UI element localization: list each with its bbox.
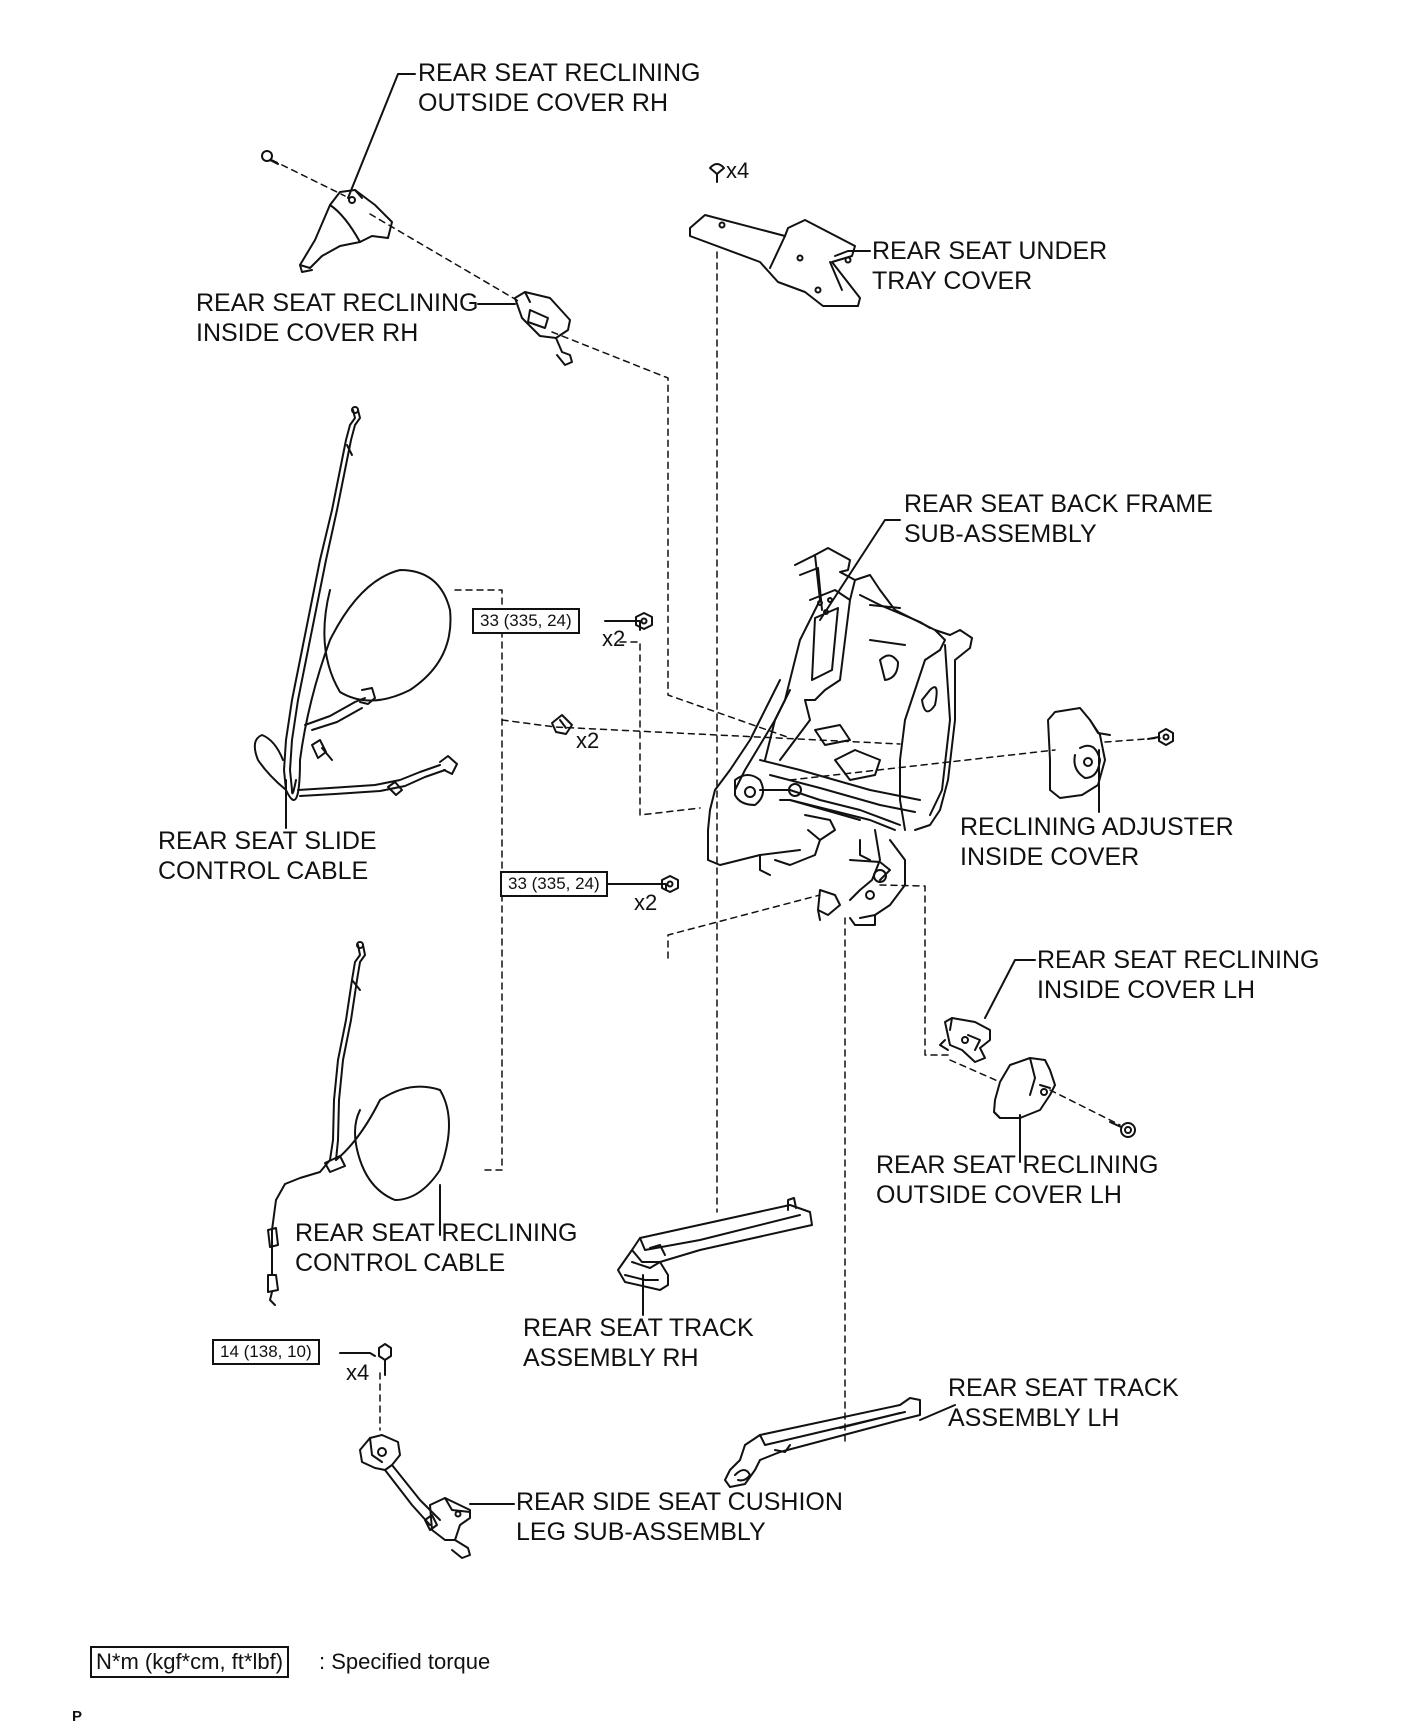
legend-torque-unit-box: N*m (kgf*cm, ft*lbf) <box>90 1646 290 1678</box>
nut-icon <box>661 875 679 893</box>
label-under-tray-cover: REAR SEAT UNDER TRAY COVER <box>872 237 1108 295</box>
rear-seat-slide-control-cable <box>253 406 458 802</box>
reclining-inside-cover-rh <box>514 291 573 366</box>
label-track-assembly-lh: REAR SEAT TRACK ASSEMBLY LH <box>948 1374 1179 1432</box>
bolt-icon <box>1109 1121 1136 1138</box>
label-track-assembly-rh: REAR SEAT TRACK ASSEMBLY RH <box>523 1314 754 1372</box>
qty-clip: x2 <box>576 728 600 753</box>
rear-side-seat-cushion-leg-sub-assembly <box>359 1434 471 1559</box>
torque-box-lower-nut: 33 (335, 24) <box>500 871 608 897</box>
rear-seat-back-frame-sub-assembly <box>707 547 973 926</box>
page-code: P <box>72 1708 83 1725</box>
reclining-outside-cover-lh <box>993 1057 1056 1119</box>
torque-box-upper-nut: 33 (335, 24) <box>472 608 580 634</box>
qty-tray-screw: x4 <box>726 158 750 183</box>
rear-seat-track-assembly-rh <box>617 1197 813 1291</box>
reclining-outside-cover-rh <box>299 189 393 273</box>
qty-upper-nut: x2 <box>602 626 626 651</box>
bolt-icon <box>378 1343 392 1376</box>
label-reclining-outside-cover-rh: REAR SEAT RECLINING OUTSIDE COVER RH <box>418 59 701 117</box>
label-reclining-control-cable: REAR SEAT RECLINING CONTROL CABLE <box>295 1219 578 1277</box>
label-back-frame-sub-assembly: REAR SEAT BACK FRAME SUB-ASSEMBLY <box>904 490 1213 548</box>
screw-icon <box>709 163 725 183</box>
reclining-adjuster-inside-cover <box>1047 707 1111 799</box>
rear-seat-reclining-control-cable <box>267 941 450 1306</box>
label-reclining-inside-cover-rh: REAR SEAT RECLINING INSIDE COVER RH <box>196 289 479 347</box>
rear-seat-under-tray-cover <box>689 214 861 307</box>
label-reclining-inside-cover-lh: REAR SEAT RECLINING INSIDE COVER LH <box>1037 946 1320 1004</box>
torque-box-leg-bolt: 14 (138, 10) <box>212 1339 320 1365</box>
label-cushion-leg-sub-assembly: REAR SIDE SEAT CUSHION LEG SUB-ASSEMBLY <box>516 1488 843 1546</box>
clip-icon <box>551 714 573 735</box>
qty-leg-bolt: x4 <box>346 1360 370 1385</box>
qty-lower-nut: x2 <box>634 890 658 915</box>
legend-specified-torque-text: : Specified torque <box>319 1649 491 1674</box>
label-reclining-outside-cover-lh: REAR SEAT RECLINING OUTSIDE COVER LH <box>876 1151 1159 1209</box>
bolt-icon <box>1147 728 1174 746</box>
label-slide-control-cable: REAR SEAT SLIDE CONTROL CABLE <box>158 827 377 885</box>
label-reclining-adjuster-inside-cover: RECLINING ADJUSTER INSIDE COVER <box>960 813 1234 871</box>
bolt-icon <box>261 150 279 165</box>
rear-seat-track-assembly-lh <box>724 1397 921 1488</box>
nut-icon <box>635 612 653 630</box>
reclining-inside-cover-lh <box>939 1017 991 1063</box>
